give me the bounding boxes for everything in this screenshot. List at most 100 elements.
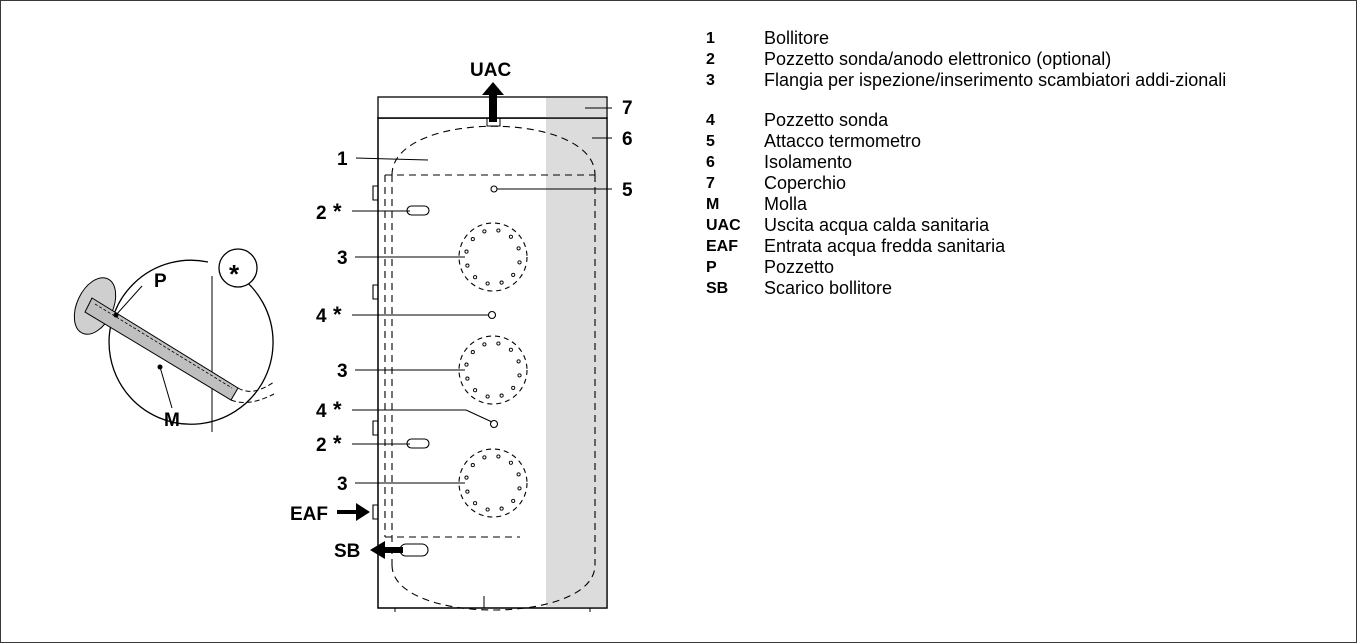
label-3-bottom: 3 — [337, 474, 348, 495]
legend-key: SB — [706, 280, 729, 297]
legend: 1 Bollitore 2 Pozzetto sonda/anodo elettro… — [706, 28, 1346, 299]
label-4-top: 4 — [316, 306, 327, 327]
flange-bolt — [496, 341, 501, 346]
flange-bolt — [496, 228, 501, 233]
flange-bolt — [473, 275, 478, 280]
eaf-arrow — [337, 503, 370, 521]
flange-bolt — [482, 229, 487, 234]
label-3-top: 3 — [337, 248, 348, 269]
flange-bolt — [464, 249, 469, 254]
flange-bolt — [508, 460, 513, 465]
uac-arrow — [482, 82, 504, 122]
legend-key: 4 — [706, 112, 715, 129]
label-4-top-star: * — [333, 302, 342, 327]
label-4-bottom-star: * — [333, 397, 342, 422]
legend-row: SB Scarico bollitore — [706, 278, 1346, 299]
flange-bolt — [470, 463, 475, 468]
flange-bolt — [508, 347, 513, 352]
flange-bolt — [464, 475, 469, 480]
legend-key: 3 — [706, 72, 715, 89]
flange-bolt — [473, 501, 478, 506]
legend-row: 5 Attacco termometro — [706, 131, 1346, 152]
label-6: 6 — [622, 129, 633, 150]
detail-label-m: M — [164, 410, 180, 431]
legend-desc: Coperchio — [764, 173, 847, 193]
flange-bolt — [516, 246, 521, 251]
side-ports — [372, 185, 378, 520]
detail-label-p: P — [154, 271, 167, 292]
legend-desc: Molla — [764, 194, 808, 214]
flange-bolt — [465, 376, 470, 381]
detail-view — [73, 248, 275, 432]
flange-bolt — [508, 234, 513, 239]
legend-key: 6 — [706, 154, 715, 171]
label-1: 1 — [337, 149, 348, 170]
flange-bolt — [499, 280, 504, 285]
legend-key: UAC — [706, 217, 741, 234]
flange-top — [458, 222, 528, 292]
label-2-top: 2 — [316, 203, 327, 224]
legend-row: 3 Flangia per ispezione/inserimento scamb… — [706, 70, 1346, 110]
legend-row: 4 Pozzetto sonda — [706, 110, 1346, 131]
legend-desc: Attacco termometro — [764, 131, 922, 151]
flange-bolts — [464, 228, 522, 512]
legend-desc: Bollitore — [764, 28, 830, 48]
flange-bolt — [464, 362, 469, 367]
flange-bolt — [516, 359, 521, 364]
flange-bolt — [517, 373, 522, 378]
flange-bolt — [485, 394, 490, 399]
legend-desc: Uscita acqua calda sanitaria — [764, 215, 990, 235]
legend-key: P — [706, 259, 717, 276]
spring-tube — [84, 297, 239, 401]
legend-row: 2 Pozzetto sonda/anodo elettronico (optio… — [706, 49, 1346, 70]
label-eaf: EAF — [290, 504, 328, 525]
legend-key: 2 — [706, 51, 715, 68]
tank-body — [377, 96, 608, 612]
flange-bolt — [465, 489, 470, 494]
detail-star: * — [229, 259, 240, 289]
flange-bolt — [485, 281, 490, 286]
flange-bolt — [496, 454, 501, 459]
legend-desc: Pozzetto sonda/anodo elettronico (option… — [764, 49, 1112, 69]
label-2-bottom-star: * — [333, 431, 342, 456]
flange-bolt — [499, 393, 504, 398]
flange-bolt — [482, 342, 487, 347]
flange-bolt — [517, 260, 522, 265]
legend-row: P Pozzetto — [706, 257, 1346, 278]
label-sb: SB — [334, 541, 360, 562]
legend-key: 5 — [706, 133, 715, 150]
legend-key: EAF — [706, 238, 738, 255]
legend-desc: Flangia per ispezione/inserimento scambi… — [764, 70, 1227, 90]
flange-bolt — [517, 486, 522, 491]
flange-bolt — [511, 385, 516, 390]
label-4-bottom: 4 — [316, 401, 327, 422]
label-7: 7 — [622, 98, 633, 119]
legend-desc: Scarico bollitore — [764, 278, 893, 298]
label-2-top-star: * — [333, 199, 342, 224]
insulation-band — [546, 118, 607, 608]
flange-bolt — [470, 350, 475, 355]
label-2-bottom: 2 — [316, 435, 327, 456]
legend-row: 6 Isolamento — [706, 152, 1346, 173]
flange-bolt — [516, 472, 521, 477]
legend-desc: Pozzetto — [764, 257, 835, 277]
legend-desc: Entrata acqua fredda sanitaria — [764, 236, 1006, 256]
flange-bolt — [511, 498, 516, 503]
flange-bolt — [473, 388, 478, 393]
legend-desc: Pozzetto sonda — [764, 110, 889, 130]
flange-bolt — [482, 455, 487, 460]
flange-bottom — [458, 448, 528, 518]
legend-row: 1 Bollitore — [706, 28, 1346, 49]
legend-desc: Isolamento — [764, 152, 853, 172]
label-5: 5 — [622, 180, 633, 201]
legend-key: 1 — [706, 30, 715, 47]
legend-row: EAF Entrata acqua fredda sanitaria — [706, 236, 1346, 257]
flange-bolt — [465, 263, 470, 268]
label-3-middle: 3 — [337, 361, 348, 382]
flange-bolt — [470, 237, 475, 242]
inner-vessel — [384, 125, 596, 611]
